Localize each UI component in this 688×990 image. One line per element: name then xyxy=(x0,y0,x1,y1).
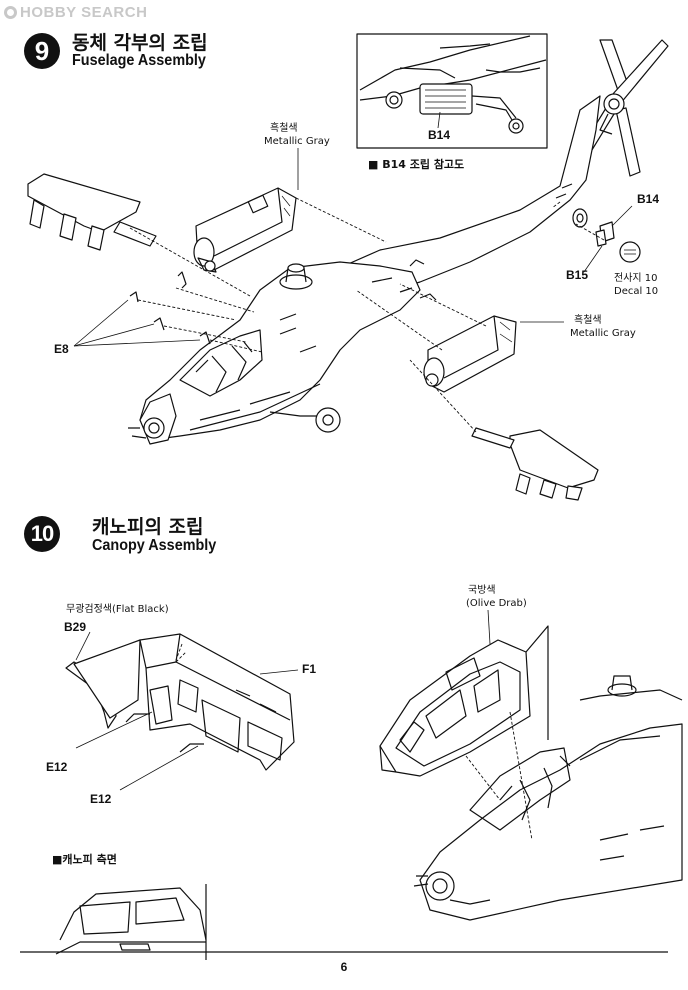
e8-grab-handles-drawing xyxy=(129,271,211,345)
inset-caption: ■ B14 조립 참고도 xyxy=(368,158,465,171)
part-label-e12-upper: E12 xyxy=(46,760,68,774)
watermark-text: HOBBY SEARCH xyxy=(20,4,148,21)
inset-part-label-b14: B14 xyxy=(428,128,451,142)
decal-label-english: Decal 10 xyxy=(614,286,659,297)
step-9-title-korean: 동체 각부의 조립 xyxy=(72,32,208,54)
step-10-title-english: Canopy Assembly xyxy=(92,537,217,554)
right-stub-wing-drawing xyxy=(471,427,599,501)
step-10-badge: 10 xyxy=(24,516,60,552)
paint-label-flat-black: 무광검정색(Flat Black) xyxy=(66,604,169,615)
decal-label-korean: 전사지 10 xyxy=(614,273,658,284)
paint-label-olive-korean: 국방색 xyxy=(468,585,496,596)
step-9-badge: 9 xyxy=(24,33,60,69)
part-label-f1: F1 xyxy=(302,662,317,676)
paint-label-right-english: Metallic Gray xyxy=(570,328,636,339)
left-stub-wing-drawing xyxy=(27,173,157,251)
canopy-f1-drawing xyxy=(65,631,299,791)
canopy-side-view-caption: ■캐노피 측면 xyxy=(52,853,117,866)
part-label-e12-lower: E12 xyxy=(90,792,112,806)
part-label-e8: E8 xyxy=(54,342,69,356)
step9-assembly-guides xyxy=(73,148,633,433)
step-9-title-english: Fuselage Assembly xyxy=(72,52,206,69)
b14-b15-parts-drawing xyxy=(572,208,641,263)
canopy-side-view-drawing xyxy=(55,884,207,960)
watermark: HOBBY SEARCH xyxy=(4,4,147,21)
fuselage-drawing xyxy=(128,95,601,445)
left-engine-pod-drawing xyxy=(193,187,297,273)
canopy-painted-drawing xyxy=(379,609,549,777)
page-number: 6 xyxy=(340,960,348,974)
watermark-logo-icon xyxy=(4,6,17,19)
paint-label-top-korean: 흑철색 xyxy=(270,123,298,134)
paint-label-right-korean: 흑철색 xyxy=(574,315,602,326)
paint-label-top-english: Metallic Gray xyxy=(264,136,330,147)
cockpit-fuselage-drawing xyxy=(413,675,683,921)
part-label-b29: B29 xyxy=(64,620,87,634)
b14-reference-inset xyxy=(356,33,548,149)
part-label-b15: B15 xyxy=(566,268,589,282)
paint-label-olive-english: (Olive Drab) xyxy=(466,598,527,609)
step-10-title-korean: 캐노피의 조립 xyxy=(92,516,204,538)
right-engine-pod-drawing xyxy=(423,315,517,393)
part-label-b14: B14 xyxy=(637,192,660,206)
